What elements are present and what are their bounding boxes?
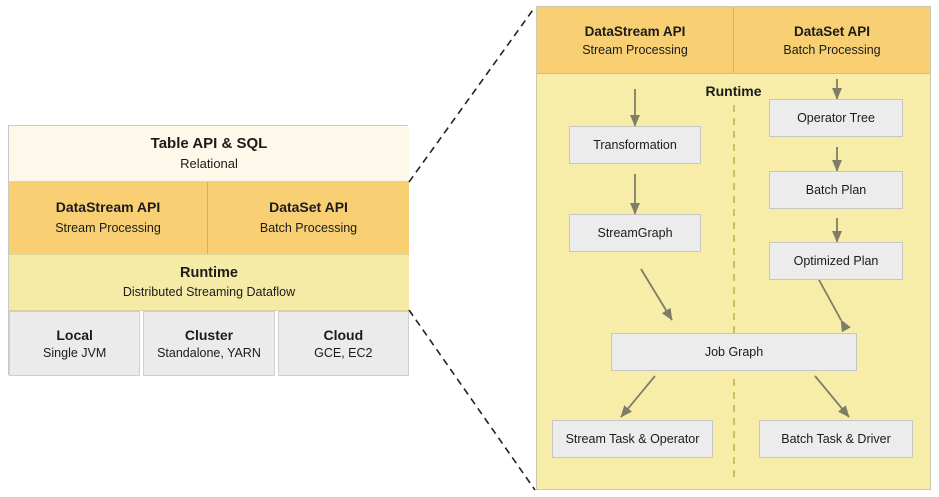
arrow-job-graph-to-stream-task [620, 375, 656, 418]
stack-layer-runtime-subtitle: Distributed Streaming Dataflow [122, 285, 296, 300]
arrow-streamgraph-to-job-graph [640, 268, 673, 321]
stack-deployment-local: Local Single JVM [9, 311, 141, 376]
stack-layer-dataset-api-subtitle: Batch Processing [259, 220, 358, 235]
stack-deployment-cloud-title: Cloud [323, 327, 364, 343]
stack-layer-deployment: Local Single JVM Cluster Standalone, YAR… [9, 311, 409, 376]
detail-header-dataset-api: DataSet API Batch Processing [734, 7, 930, 73]
stack-deployment-cloud: Cloud GCE, EC2 [277, 311, 409, 376]
detail-header-datastream-api-title: DataStream API [584, 23, 686, 39]
stack-layer-table-api-subtitle: Relational [180, 156, 238, 172]
stack-layer-table-api-title: Table API & SQL [150, 134, 268, 152]
flink-runtime-detail-panel: DataStream API Stream Processing DataSet… [536, 6, 931, 490]
stack-deployment-local-title: Local [56, 327, 93, 343]
node-batch-task-and-driver-label: Batch Task & Driver [781, 432, 891, 446]
node-transformation: Transformation [569, 126, 701, 164]
stack-layer-datastream-api-subtitle: Stream Processing [55, 220, 161, 235]
detail-header-datastream-api-subtitle: Stream Processing [582, 42, 688, 57]
detail-header-dataset-api-subtitle: Batch Processing [783, 42, 881, 57]
node-streamgraph-label: StreamGraph [597, 226, 673, 240]
zoom-connector-top [408, 6, 536, 183]
zoom-connector-bottom [408, 309, 536, 491]
node-optimized-plan-label: Optimized Plan [793, 254, 879, 268]
detail-api-header: DataStream API Stream Processing DataSet… [537, 7, 930, 74]
stack-deployment-cluster: Cluster Standalone, YARN [143, 311, 275, 376]
node-job-graph: Job Graph [611, 333, 857, 371]
stack-layer-dataset-api: DataSet API Batch Processing [208, 182, 409, 254]
stack-deployment-cloud-subtitle: GCE, EC2 [314, 346, 373, 360]
node-optimized-plan: Optimized Plan [769, 242, 903, 280]
node-operator-tree-label: Operator Tree [797, 111, 875, 125]
stack-layer-dataset-api-title: DataSet API [269, 199, 348, 216]
stack-layer-runtime: Runtime Distributed Streaming Dataflow [9, 254, 409, 311]
node-operator-tree: Operator Tree [769, 99, 903, 137]
stack-layer-datastream-api: DataStream API Stream Processing [9, 182, 208, 254]
node-batch-plan: Batch Plan [769, 171, 903, 209]
node-transformation-label: Transformation [593, 138, 677, 152]
stack-layer-datastream-api-title: DataStream API [55, 199, 161, 216]
node-batch-plan-label: Batch Plan [805, 183, 867, 197]
detail-header-dataset-api-title: DataSet API [793, 23, 871, 39]
stack-deployment-local-subtitle: Single JVM [43, 346, 107, 360]
node-stream-task-and-operator-label: Stream Task & Operator [565, 432, 700, 446]
stack-layer-table-api: Table API & SQL Relational [9, 126, 409, 182]
node-stream-task-and-operator: Stream Task & Operator [552, 420, 713, 458]
detail-runtime-label: Runtime [705, 83, 762, 99]
node-job-graph-label: Job Graph [704, 345, 764, 359]
node-streamgraph: StreamGraph [569, 214, 701, 252]
stack-deployment-cluster-subtitle: Standalone, YARN [157, 346, 261, 360]
stack-deployment-cluster-title: Cluster [184, 327, 234, 343]
stack-layer-runtime-title: Runtime [180, 265, 238, 282]
detail-header-datastream-api: DataStream API Stream Processing [537, 7, 734, 73]
node-batch-task-and-driver: Batch Task & Driver [759, 420, 913, 458]
arrow-job-graph-to-batch-task [814, 375, 850, 418]
flink-stack-overview: Table API & SQL Relational DataStream AP… [8, 125, 409, 376]
